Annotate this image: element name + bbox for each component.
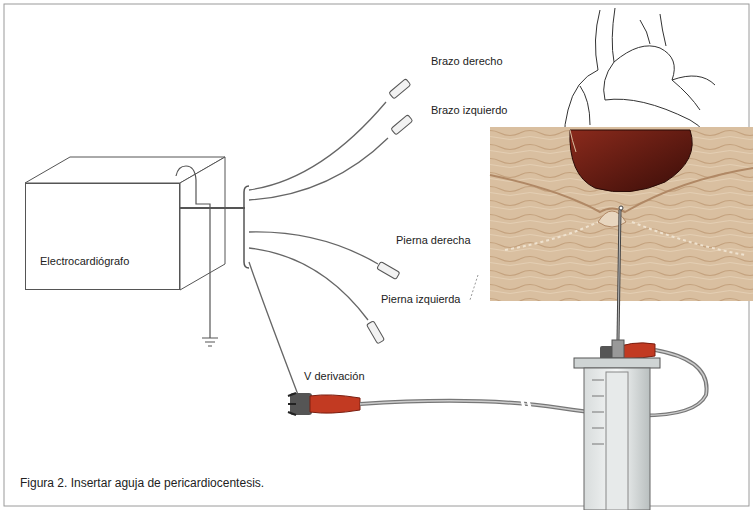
device-name: Electrocardiógrafo [40,255,129,267]
pericardiocentesis-needle [618,210,620,340]
v-lead-cable [360,350,707,416]
lead-label: V derivación [303,370,366,382]
lead-label: Pierna derecha [395,234,472,246]
cable-break [520,393,532,415]
v-lead-clip [288,393,360,415]
heart [570,130,692,192]
chest-tissue [490,127,753,301]
lead-wires [249,102,388,400]
device-box: Electrocardiógrafo [25,183,180,290]
lead-label: Brazo derecho [430,55,504,67]
pointer-line [470,275,478,300]
cable-splitter [244,186,249,268]
lead-label: Brazo izquierdo [430,104,508,116]
xiphoid-process [598,211,626,227]
main-cable [180,207,245,209]
needle-tip [619,206,623,210]
ground-wire [176,166,210,338]
v-lead-cable-highlight [360,350,707,416]
ground-symbol [202,338,218,346]
syringe [574,340,660,510]
costal-line [505,222,745,255]
needle-highlight [618,210,620,340]
lead-label: Pierna izquierda [380,293,462,305]
device-side-face [180,157,225,290]
figure-caption: Figura 2. Insertar aguja de pericardioce… [20,476,264,490]
